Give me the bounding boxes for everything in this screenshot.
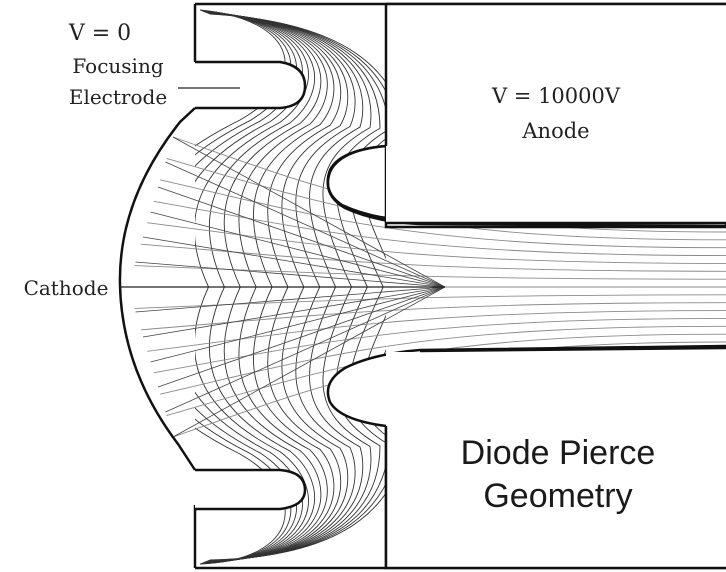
cathode-ray (135, 286, 446, 313)
cathode-ray (172, 286, 446, 438)
cathode-ray (157, 286, 446, 388)
electron-trajectory (134, 294, 726, 309)
frame (193, 2, 386, 570)
electron-trajectory (160, 179, 726, 249)
focus-label-line1: Focusing (72, 54, 163, 78)
anode-name-label: Anode (521, 119, 589, 143)
title-line2: Geometry (483, 477, 632, 515)
cathode-ray (165, 286, 446, 413)
anode-lower-face (386, 352, 726, 568)
electron-trajectory (134, 265, 726, 280)
anode-lower-edges (384, 346, 726, 570)
electron-trajectory (147, 310, 726, 352)
electron-trajectory (140, 243, 726, 272)
focusing-electrode-upper (195, 60, 307, 110)
equipotential-line (209, 13, 386, 561)
cathode-ray (157, 186, 446, 288)
electron-trajectory (153, 200, 726, 257)
cathode-ray (165, 161, 446, 288)
electron-trajectory (153, 317, 726, 374)
anode-voltage-label: V = 10000V (491, 84, 621, 108)
cathode-ray (142, 236, 446, 288)
electron-trajectory (160, 325, 726, 395)
title-line1: Diode Pierce (461, 434, 656, 472)
cathode-ray (135, 261, 446, 288)
cathode-surface (118, 107, 197, 471)
anode-upper-edges (384, 2, 726, 225)
cathode-ray (150, 286, 446, 363)
cathode-ray (150, 211, 446, 288)
electron-trajectory (147, 222, 726, 264)
cathode-ray (142, 286, 446, 338)
focusing-electrode-lower (195, 468, 307, 511)
focus-label-line2: Electrode (69, 85, 167, 109)
cathode-rays (128, 136, 446, 438)
cathode-label: Cathode (24, 276, 109, 300)
focus-voltage-label: V = 0 (68, 21, 131, 46)
electron-trajectory (140, 302, 726, 331)
anode-upper-face (386, 4, 726, 223)
cathode-ray (172, 136, 446, 288)
